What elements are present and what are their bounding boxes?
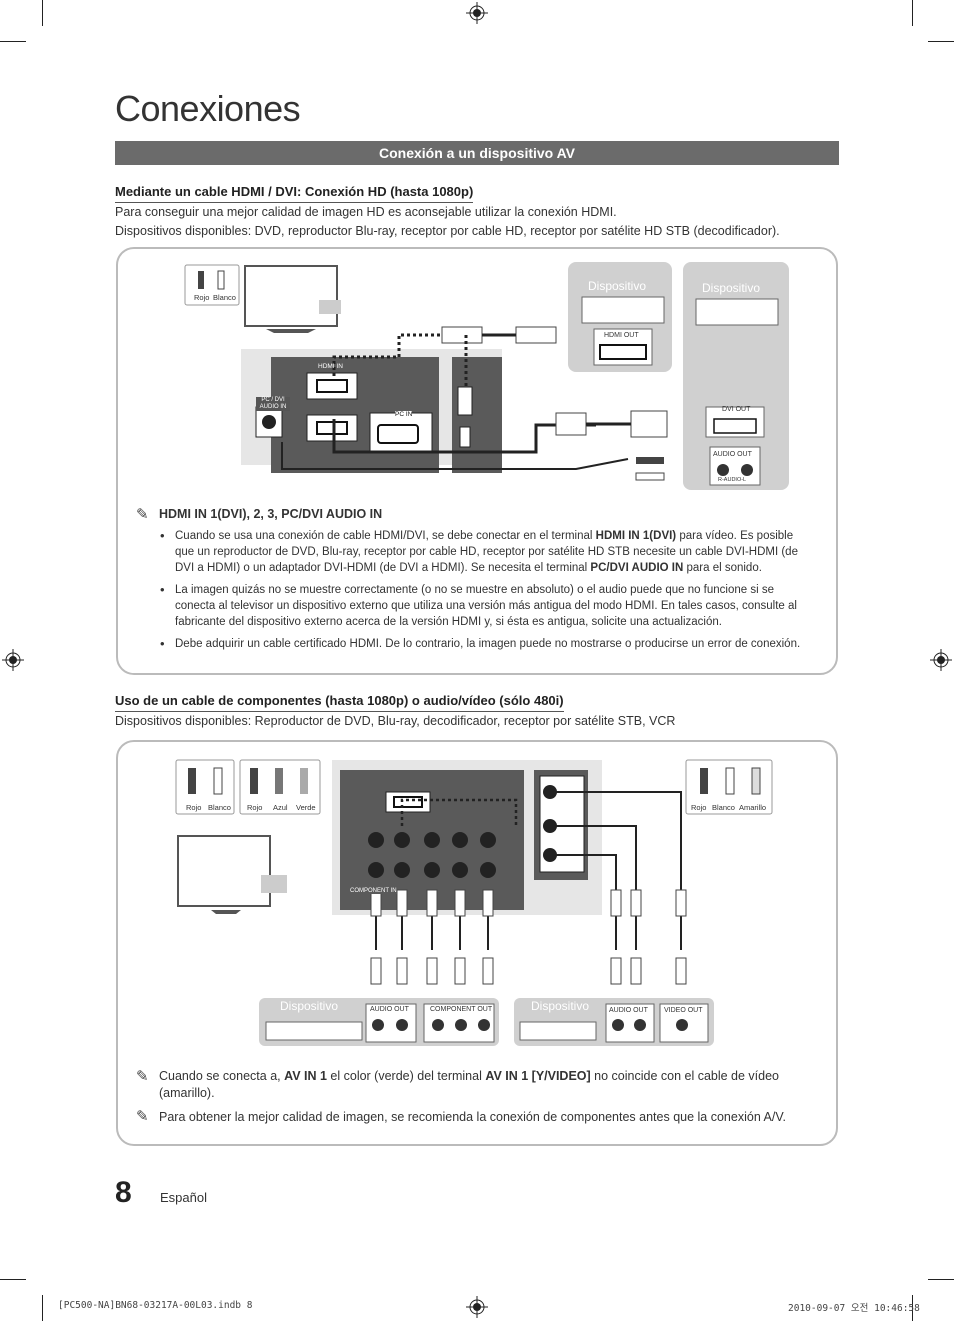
hdmi-para1: Para conseguir una mejor calidad de imag… xyxy=(115,203,839,222)
note1-bold-2: AV IN 1 [Y/VIDEO] xyxy=(485,1069,590,1083)
bullet-3-text: Debe adquirir un cable certificado HDMI.… xyxy=(160,636,812,652)
comp-video-out-label: VIDEO OUT xyxy=(664,1007,703,1014)
crop-mark xyxy=(928,1279,954,1280)
note1-bold-1: AV IN 1 xyxy=(284,1069,327,1083)
note1-text-2: el color (verde) del terminal xyxy=(327,1069,485,1083)
legend1-blanco: Blanco xyxy=(208,803,231,812)
device2-label: Dispositivo xyxy=(702,281,760,295)
tv-pc-dvi-audio-in-label: PC / DVI AUDIO IN xyxy=(256,397,290,411)
footer-file: [PC500-NA]BN68-03217A-00L03.indb 8 xyxy=(58,1300,252,1311)
legend2-verde: Verde xyxy=(296,803,316,812)
crop-mark xyxy=(42,0,43,26)
registration-mark-icon xyxy=(2,649,24,671)
note1-text-1: Cuando se conecta a, xyxy=(159,1069,284,1083)
legend-rojo: Rojo xyxy=(194,293,209,302)
dvi-out-label: DVI OUT xyxy=(722,406,750,413)
bullet-1-bold-2: PC/DVI AUDIO IN xyxy=(590,562,683,574)
audio-out-label: AUDIO OUT xyxy=(713,451,752,458)
page-language: Español xyxy=(160,1190,207,1205)
bullet-dot: • xyxy=(160,582,165,598)
bullet-2-text: La imagen quizás no se muestre correctam… xyxy=(160,582,812,630)
pencil-note-icon: ✎ xyxy=(136,1107,149,1125)
device1-label: Dispositivo xyxy=(588,279,646,293)
registration-mark-icon xyxy=(466,1296,488,1318)
hdmi-bullet-1: • Cuando se usa una conexión de cable HD… xyxy=(160,528,812,576)
registration-mark-icon xyxy=(930,649,952,671)
hdmi-heading: Mediante un cable HDMI / DVI: Conexión H… xyxy=(115,184,473,203)
comp-component-out-label: COMPONENT OUT xyxy=(430,1006,492,1013)
section-band: Conexión a un dispositivo AV xyxy=(115,141,839,165)
registration-mark-icon xyxy=(466,2,488,24)
bullet-dot: • xyxy=(160,636,165,652)
pencil-note-icon: ✎ xyxy=(136,505,149,523)
component-note-1: Cuando se conecta a, AV IN 1 el color (v… xyxy=(159,1068,819,1102)
hdmi-bullet-2: • La imagen quizás no se muestre correct… xyxy=(160,582,812,630)
tv-component-in-label: COMPONENT IN xyxy=(350,888,397,894)
legend3-amarillo: Amarillo xyxy=(739,803,766,812)
legend2-azul: Azul xyxy=(273,803,288,812)
pencil-note-icon: ✎ xyxy=(136,1067,149,1085)
component-heading-wrap: Uso de un cable de componentes (hasta 10… xyxy=(115,692,564,712)
hdmi-out-label: HDMI OUT xyxy=(604,332,639,339)
comp-audio-out-label: AUDIO OUT xyxy=(370,1006,409,1013)
tv-pc-in-label: PC IN xyxy=(395,411,412,418)
crop-mark xyxy=(928,41,954,42)
hdmi-note-title: HDMI IN 1(DVI), 2, 3, PC/DVI AUDIO IN xyxy=(159,507,382,521)
hdmi-heading-wrap: Mediante un cable HDMI / DVI: Conexión H… xyxy=(115,183,473,203)
hdmi-para2: Dispositivos disponibles: DVD, reproduct… xyxy=(115,222,839,241)
bullet-1-bold-1: HDMI IN 1(DVI) xyxy=(596,530,677,542)
comp-device2-label: Dispositivo xyxy=(531,999,589,1013)
comp2-audio-out-label: AUDIO OUT xyxy=(609,1007,648,1014)
page-title: Conexiones xyxy=(115,88,300,130)
bullet-1-text-1: Cuando se usa una conexión de cable HDMI… xyxy=(175,530,596,542)
footer-date: 2010-09-07 오전 10:46:58 xyxy=(788,1300,920,1314)
component-note-2: Para obtener la mejor calidad de imagen,… xyxy=(159,1108,819,1127)
legend3-rojo: Rojo xyxy=(691,803,706,812)
bullet-dot: • xyxy=(160,528,165,544)
hdmi-bullet-3: • Debe adquirir un cable certificado HDM… xyxy=(160,636,812,652)
crop-mark xyxy=(0,41,26,42)
crop-mark xyxy=(0,1279,26,1280)
component-para1: Dispositivos disponibles: Reproductor de… xyxy=(115,712,839,731)
crop-mark xyxy=(42,1295,43,1321)
component-heading: Uso de un cable de componentes (hasta 10… xyxy=(115,693,564,712)
bullet-1-text-3: para el sonido. xyxy=(683,562,762,574)
legend-blanco: Blanco xyxy=(213,293,236,302)
legend3-blanco: Blanco xyxy=(712,803,735,812)
legend2-rojo: Rojo xyxy=(247,803,262,812)
legend1-rojo: Rojo xyxy=(186,803,201,812)
tv-hdmi-in-label: HDMI IN xyxy=(318,363,343,370)
comp-device1-label: Dispositivo xyxy=(280,999,338,1013)
page-number: 8 xyxy=(115,1176,132,1210)
crop-mark xyxy=(912,0,913,26)
r-audio-l-label: R-AUDIO-L xyxy=(718,477,746,483)
